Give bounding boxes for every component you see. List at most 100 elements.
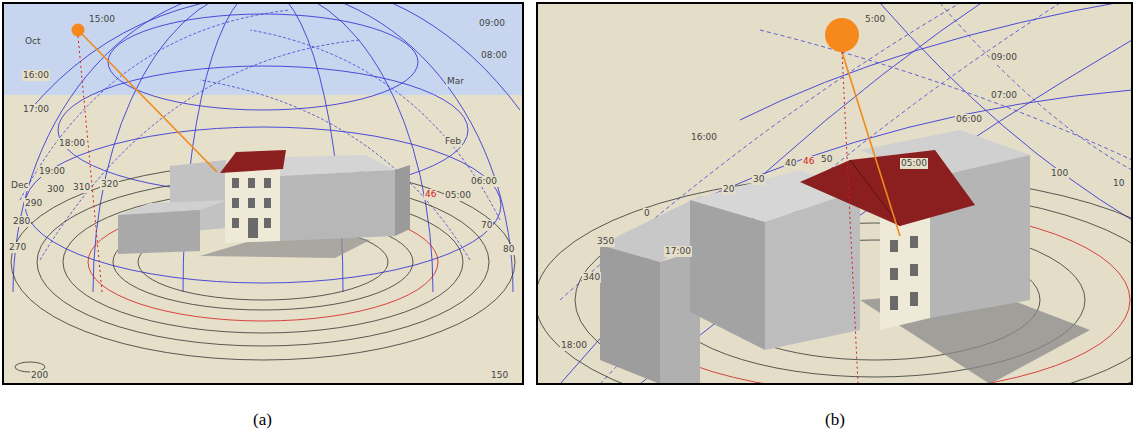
panel-a-scene (3, 3, 523, 384)
building-a (232, 178, 271, 238)
azimuth-label: 270 (8, 242, 27, 253)
time-label: 17:00 (22, 104, 50, 115)
building-b (850, 160, 900, 226)
panel-a-scene (78, 36, 102, 292)
building-a (280, 170, 395, 241)
building-b (600, 245, 660, 384)
building-b (690, 200, 765, 350)
time-label: 08:00 (480, 50, 508, 61)
panel-a-scene (72, 24, 85, 37)
azimuth-label: 80 (502, 244, 515, 255)
building-a (264, 198, 271, 208)
time-label: 16:00 (690, 132, 718, 143)
time-label: 05:00 (900, 158, 928, 169)
panel-b-scene (537, 3, 1132, 384)
panel-b-scene (825, 18, 859, 52)
ground-rings (537, 175, 1132, 384)
month-label: Mar (446, 76, 465, 87)
sky-dome-grid (740, 3, 1132, 120)
time-label: 06:00 (955, 114, 983, 125)
building-a (248, 178, 255, 188)
building-a (225, 169, 280, 243)
azimuth-label: 150 (490, 370, 509, 381)
sky-dome-grid (640, 40, 1132, 384)
azimuth-label: 350 (596, 236, 615, 247)
azimuth-label: 340 (582, 272, 601, 283)
building-b (600, 130, 1090, 384)
month-label: Dec (10, 180, 29, 191)
time-label: 18:00 (58, 138, 86, 149)
time-label: 5:00 (864, 14, 886, 25)
time-label: 16:00 (22, 70, 50, 81)
azimuth-label: 46 (424, 189, 437, 200)
sky-dome-grid (30, 3, 330, 110)
sky-dome-grid (13, 3, 520, 292)
ground-rings (537, 175, 1132, 384)
building-a (220, 150, 286, 173)
building-b (910, 236, 918, 248)
panel-b-scene (842, 52, 858, 384)
time-label: 07:00 (990, 90, 1018, 101)
azimuth-label: 50 (820, 154, 833, 165)
building-b (890, 240, 898, 252)
sky-dome-grid (300, 3, 520, 110)
panel-a-scene (3, 95, 523, 384)
azimuth-label: 30 (752, 174, 765, 185)
sky-dome-grid (13, 3, 513, 292)
azimuth-label: 10 (1112, 178, 1125, 189)
date-lines (200, 80, 470, 260)
azimuth-label: 300 (46, 184, 65, 195)
time-label: 05:00 (444, 190, 472, 201)
building-a (118, 150, 410, 258)
azimuth-label: 70 (480, 220, 493, 231)
azimuth-label: 290 (24, 198, 43, 209)
building-a (395, 165, 410, 236)
time-label: 06:00 (470, 176, 498, 187)
time-label: 15:00 (88, 14, 116, 25)
azimuth-label: 100 (1050, 168, 1069, 179)
time-label: 09:00 (478, 18, 506, 29)
building-a (118, 210, 200, 254)
building-b (890, 268, 898, 280)
panel-b-scene (537, 3, 1132, 384)
azimuth-label: 40 (784, 158, 797, 169)
panel-a-scene (78, 30, 217, 172)
building-b (765, 190, 860, 350)
ground-rings (11, 164, 515, 360)
azimuth-label: 280 (12, 216, 31, 227)
time-label: 09:00 (990, 52, 1018, 63)
month-label: Feb (444, 136, 462, 147)
sky-dome-grid (560, 3, 1132, 384)
time-label: 19:00 (38, 166, 66, 177)
building-a (264, 218, 271, 228)
azimuth-label: 46 (802, 156, 815, 167)
building-b (890, 296, 898, 310)
building-a (248, 218, 258, 238)
month-label: Oct (24, 36, 42, 47)
panel-caption: (b) (824, 410, 846, 430)
sun-path-illustration (537, 3, 1132, 384)
date-lines (560, 3, 1132, 384)
panel-caption: (a) (252, 410, 273, 430)
panel-a-scene (3, 3, 523, 95)
sun-path-illustration (3, 3, 523, 384)
building-b (890, 236, 918, 310)
building-a (232, 218, 239, 228)
building-a (232, 198, 239, 208)
building-a (264, 178, 271, 188)
azimuth-label: 200 (30, 370, 49, 381)
building-a (232, 178, 239, 188)
building-b (910, 292, 918, 306)
azimuth-label: 0 (643, 208, 651, 219)
panel-b-scene (842, 52, 900, 236)
sky-dome-grid (108, 14, 418, 110)
building-b (910, 264, 918, 276)
building-a (248, 198, 255, 208)
ground-rings (11, 164, 515, 360)
building-b (800, 150, 975, 226)
time-label: 17:00 (664, 246, 692, 257)
date-lines (20, 10, 500, 260)
azimuth-label: 20 (722, 184, 735, 195)
azimuth-label: 320 (100, 179, 119, 190)
